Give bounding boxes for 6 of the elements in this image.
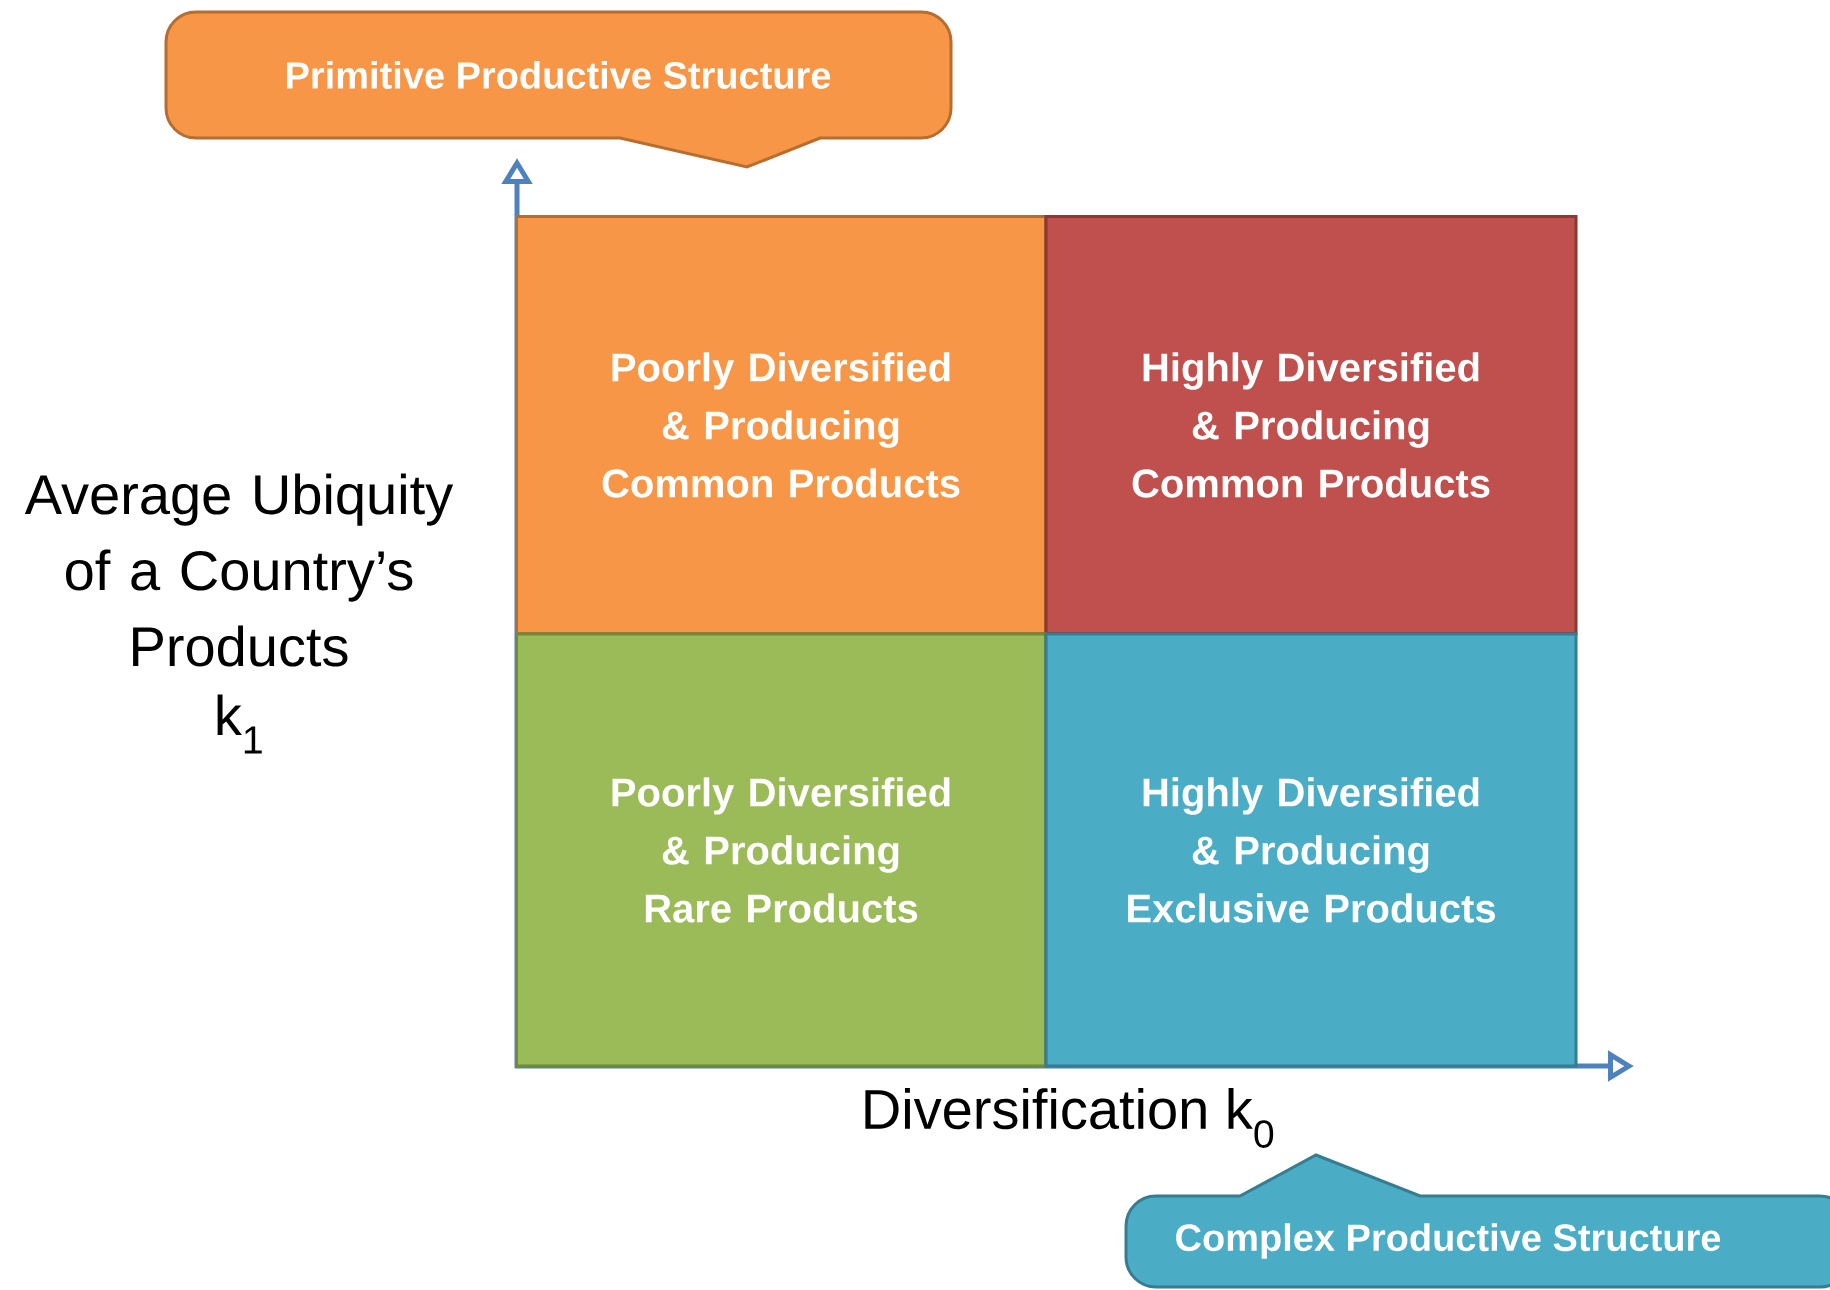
quadrant-box: Highly Diversified & Producing Exclusive Products	[1044, 632, 1578, 1068]
axis-label: Diversification k$_{0}$	[865, 1088, 1274, 1148]
quadrant-box: Highly Diversified & Producing Common Products	[1044, 215, 1578, 635]
quadrant-box: Poorly Diversified & Producing Common Products	[515, 215, 1047, 635]
quadrant-box: Poorly Diversified & Producing Rare Products	[515, 632, 1047, 1068]
axis-label: k$_{1}$	[217, 694, 262, 754]
